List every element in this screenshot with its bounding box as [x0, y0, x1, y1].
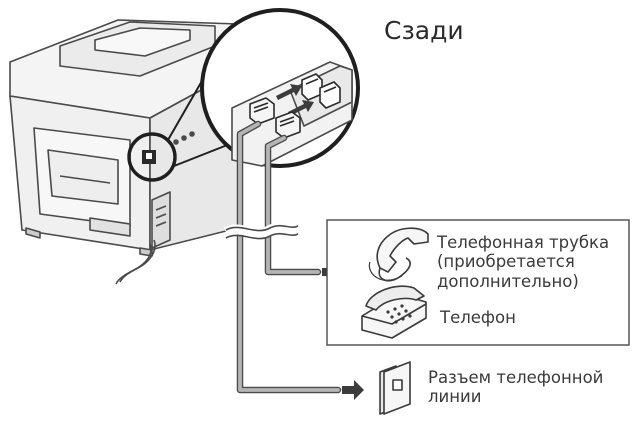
desk-phone-icon	[361, 285, 427, 339]
insert-arrow	[276, 84, 314, 116]
printer-illustration	[9, 19, 239, 285]
phone-cables	[236, 120, 342, 394]
rj11-plugs	[249, 97, 301, 139]
handset-icon	[368, 227, 429, 282]
wall-jack-label: Разъем телефонной линии	[428, 368, 603, 407]
port-highlight-circle	[127, 132, 177, 182]
phone-label: Телефон	[440, 308, 516, 327]
cable-break-mark	[223, 222, 301, 240]
handset-label-line-1: Телефонная трубка	[437, 233, 610, 252]
wall-jack-label-line-2: линии	[428, 387, 482, 407]
rear-view-title: Сзади	[384, 16, 464, 45]
wall-jack-icon	[379, 361, 411, 415]
zoom-circle	[200, 8, 360, 168]
handset-label: Телефонная трубка (приобретается дополни…	[437, 233, 609, 291]
handset-label-line-2: (приобретается	[437, 252, 575, 272]
handset-label-line-3: дополнительно)	[437, 271, 579, 291]
rear-ports	[301, 73, 341, 109]
wall-jack-label-line-1: Разъем телефонной	[428, 368, 604, 387]
